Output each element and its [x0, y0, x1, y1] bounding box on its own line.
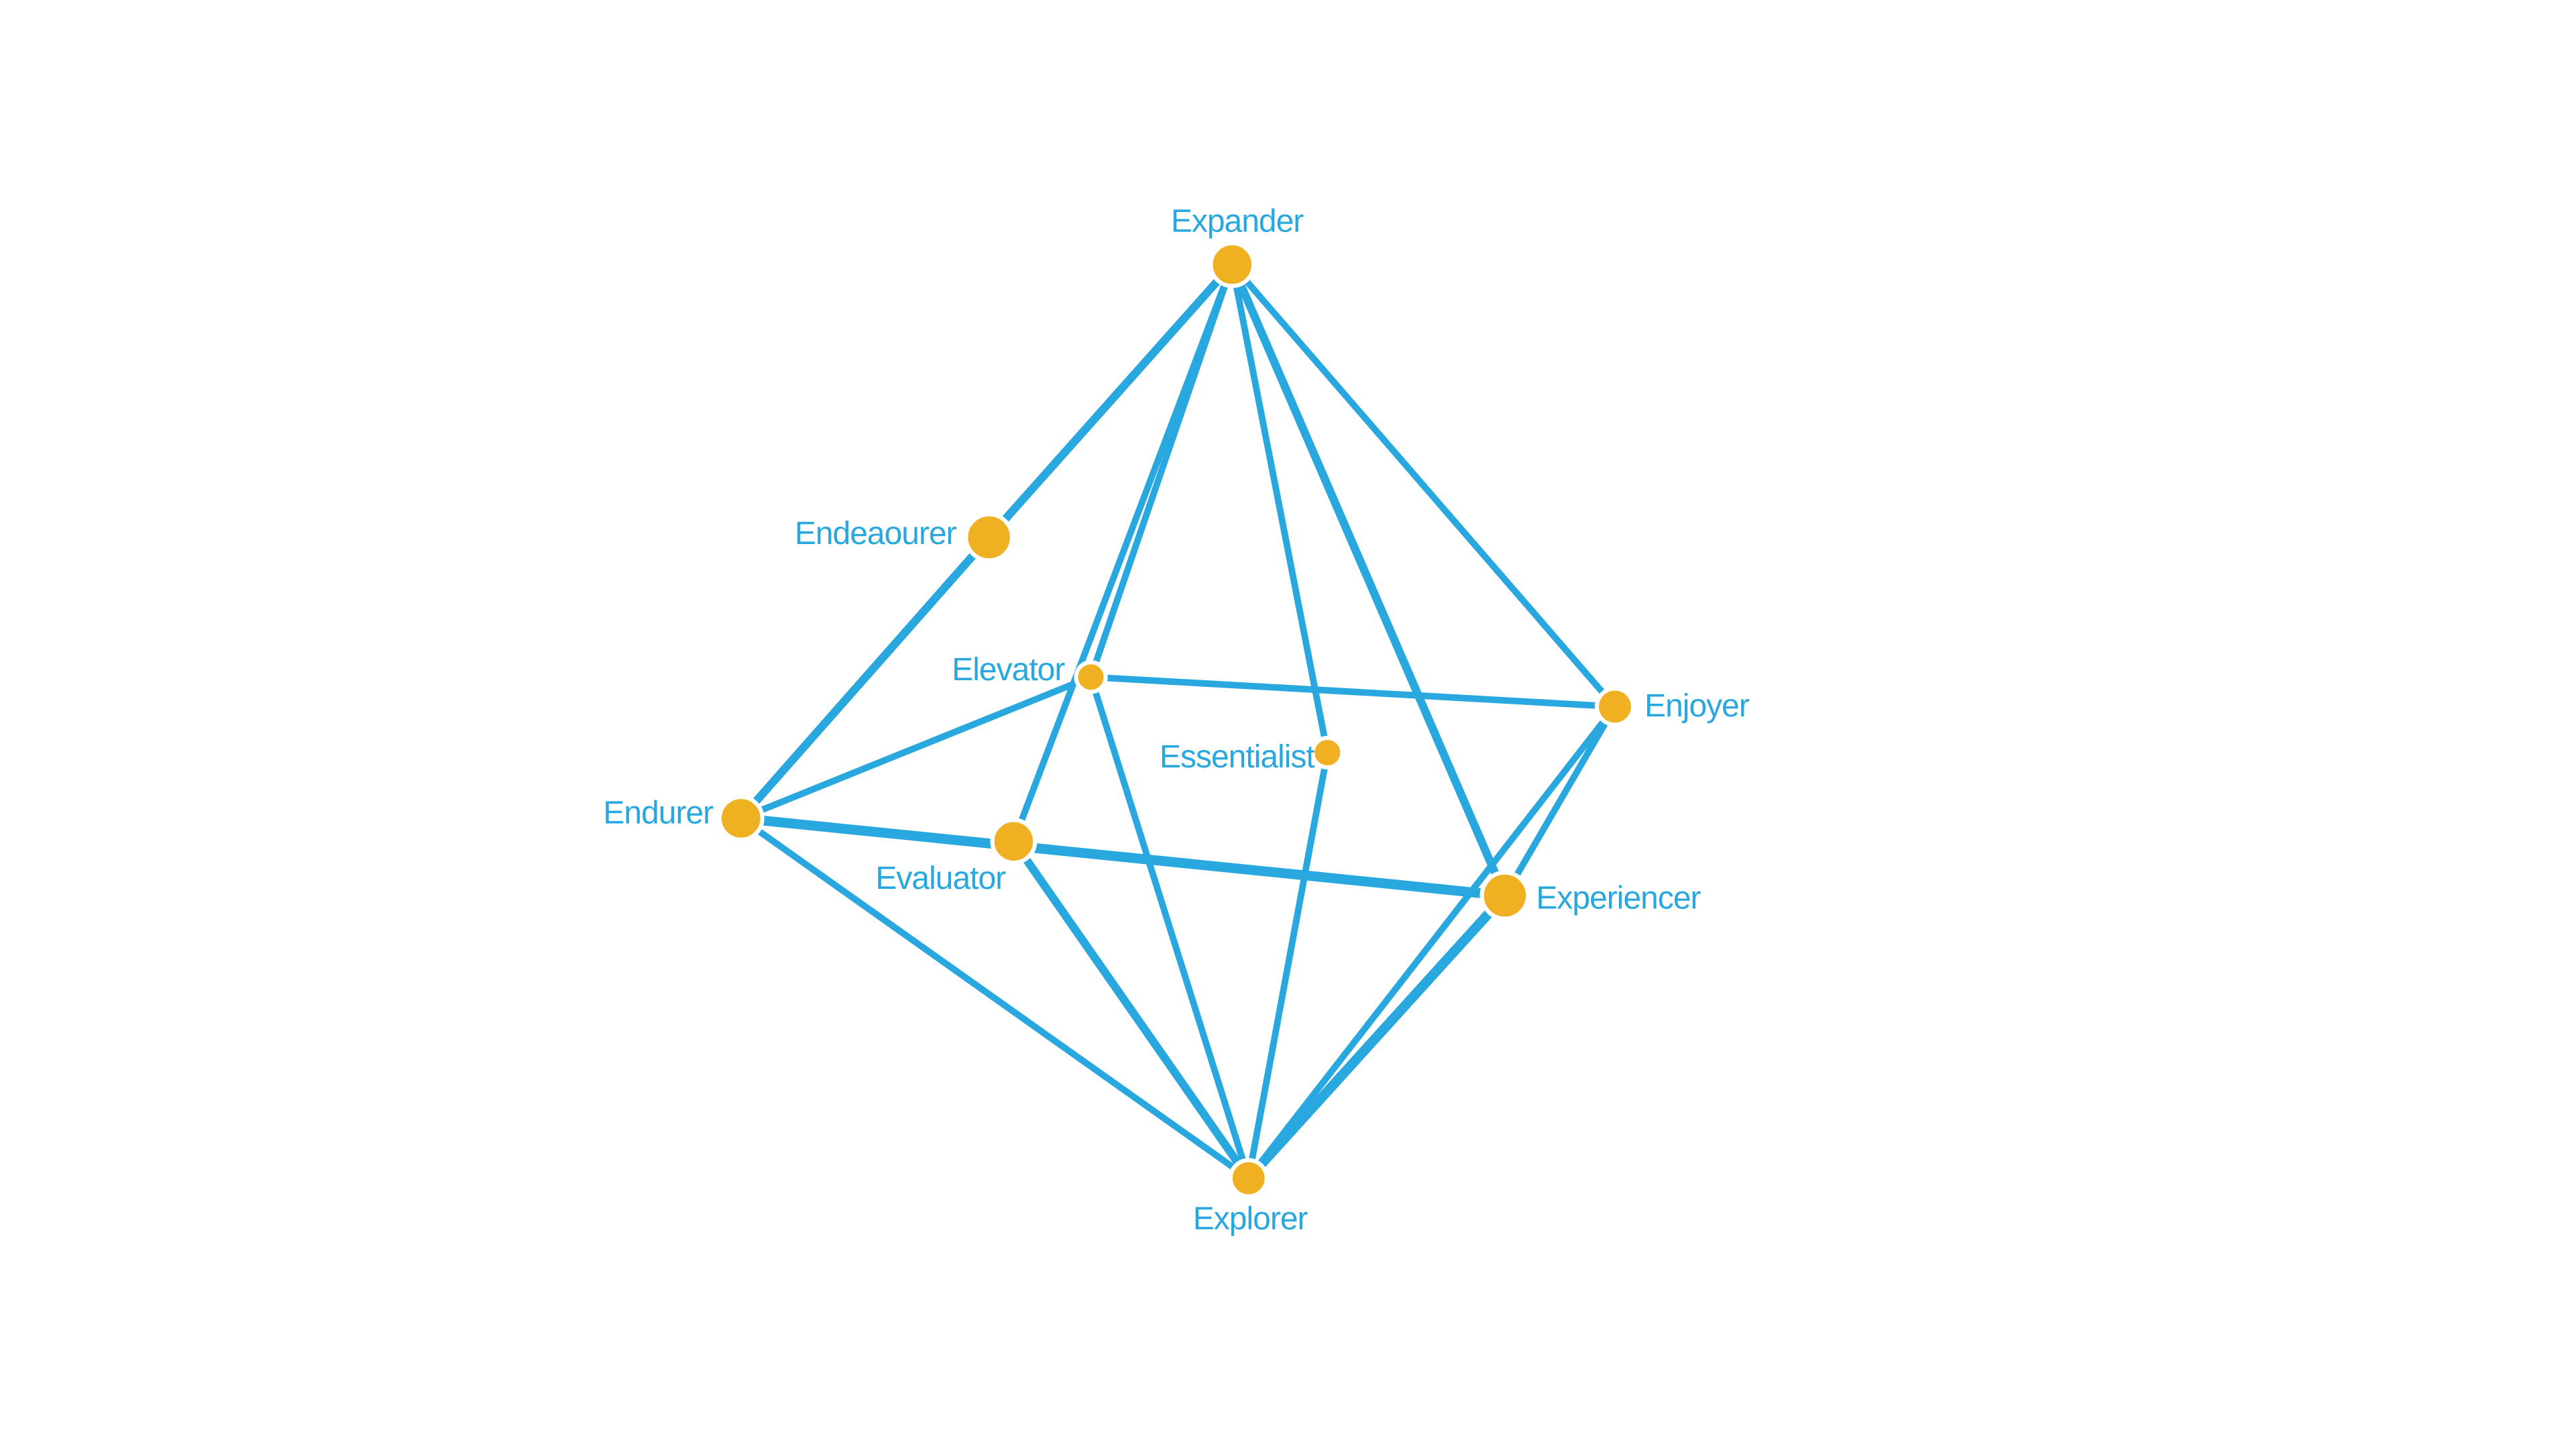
node-evaluator[interactable] [990, 818, 1038, 865]
edge-elevator-enjoyer [1087, 674, 1618, 710]
edge-endeaourer-endurer [736, 533, 993, 823]
edge-enjoyer-experiencer [1501, 703, 1618, 899]
edge-expander-enjoyer [1229, 261, 1618, 710]
node-label-essentialist: Essentialist [1160, 739, 1314, 775]
edge-expander-essentialist [1229, 261, 1331, 756]
edge-essentialist-explorer [1245, 749, 1331, 1182]
node-label-endeaourer: Endeaourer [795, 516, 957, 551]
node-label-expander: Expander [1171, 203, 1304, 239]
node-label-elevator: Elevator [952, 652, 1065, 688]
node-expander[interactable] [1209, 241, 1256, 288]
edge-endurer-experiencer [736, 813, 1510, 901]
node-label-enjoyer: Enjoyer [1644, 688, 1750, 724]
edge-enjoyer-explorer [1245, 703, 1618, 1182]
edge-expander-evaluator [1010, 261, 1236, 845]
edge-elevator-endurer [737, 674, 1095, 822]
node-experiencer[interactable] [1479, 870, 1530, 921]
nodes-layer [717, 241, 1635, 1199]
node-essentialist[interactable] [1310, 735, 1345, 770]
node-label-explorer: Explorer [1193, 1201, 1308, 1236]
edge-expander-endeaourer [985, 260, 1237, 542]
node-endeaourer[interactable] [964, 512, 1015, 563]
node-elevator[interactable] [1074, 660, 1108, 694]
edge-evaluator-explorer [1009, 837, 1253, 1183]
edge-elevator-explorer [1087, 674, 1252, 1182]
edges-layer [736, 260, 1618, 1183]
node-enjoyer[interactable] [1594, 686, 1635, 727]
node-explorer[interactable] [1228, 1158, 1269, 1199]
edge-experiencer-explorer [1243, 890, 1510, 1183]
labels-layer: ExpanderEndeaourerElevatorEssentialistEn… [603, 203, 1750, 1236]
node-label-endurer: Endurer [603, 795, 714, 830]
node-label-evaluator: Evaluator [875, 861, 1006, 896]
edge-expander-experiencer [1228, 260, 1509, 900]
edge-endurer-explorer [737, 815, 1252, 1182]
node-endurer[interactable] [717, 795, 765, 842]
node-label-experiencer: Experiencer [1536, 881, 1701, 916]
